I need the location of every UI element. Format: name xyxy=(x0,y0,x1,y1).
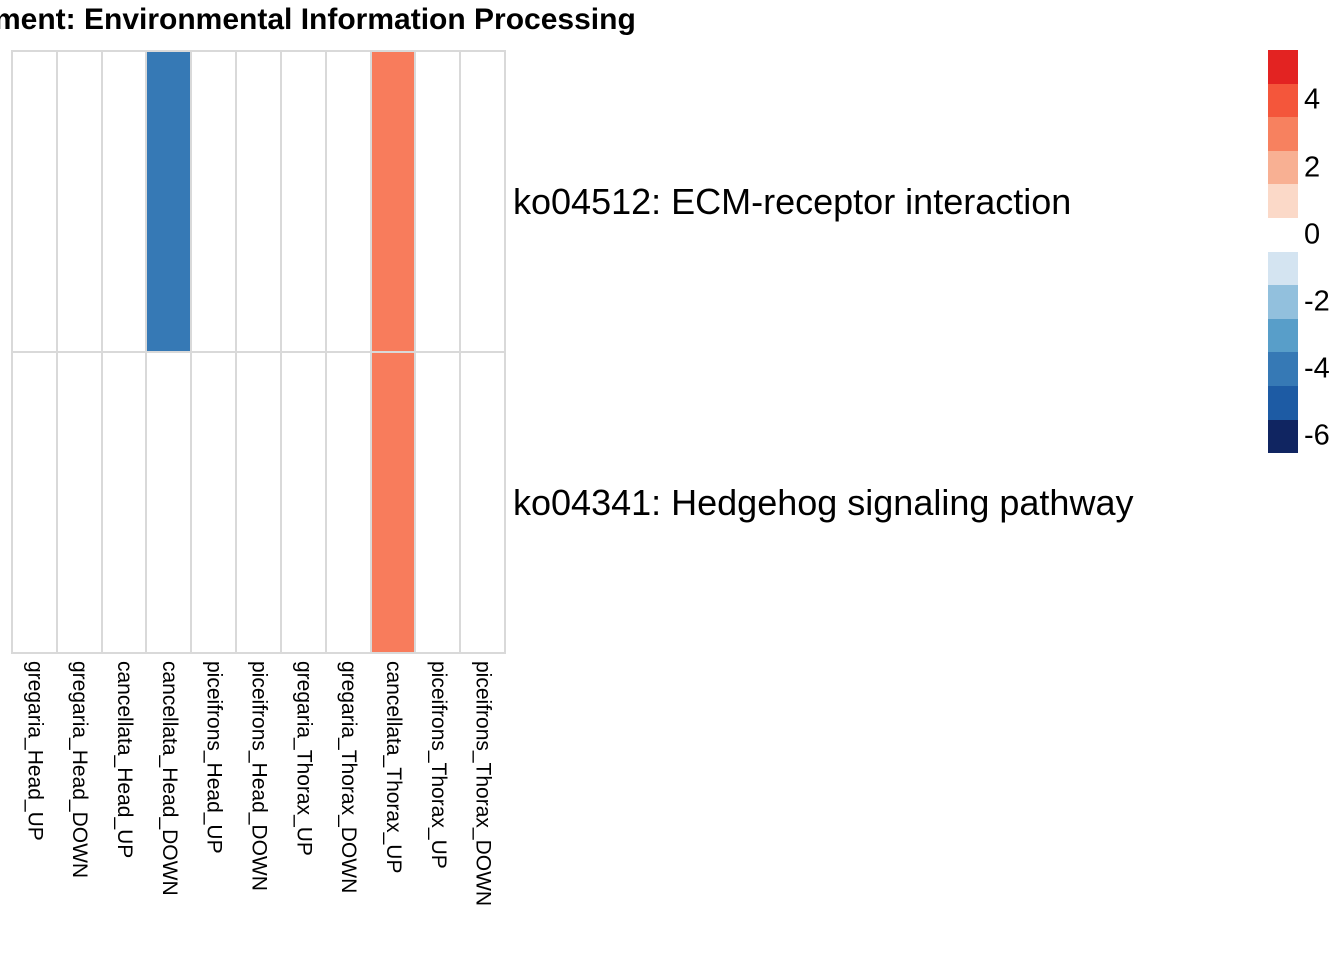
column-label: gregaria_Thorax_DOWN xyxy=(337,661,361,894)
colorbar-block-0 xyxy=(1268,217,1298,252)
column-label: gregaria_Head_DOWN xyxy=(68,661,92,879)
colorbar-block--3 xyxy=(1268,318,1298,353)
colorbar-block--4 xyxy=(1268,352,1298,386)
colorbar-tick-label: -6 xyxy=(1304,419,1330,452)
heatmap-cell-row1-col4 xyxy=(192,353,236,652)
heatmap-cell-row0-col10 xyxy=(461,52,504,351)
heatmap-cell-row1-col10 xyxy=(461,353,504,652)
heatmap-cell-row0-col2 xyxy=(102,52,146,351)
heatmap-cell-row1-col9 xyxy=(416,353,460,652)
colorbar-tick-label: 2 xyxy=(1304,151,1321,184)
column-label: piceifrons_Head_DOWN xyxy=(247,661,271,891)
heatmap-cell-row1-col7 xyxy=(326,353,370,652)
colorbar xyxy=(1268,50,1298,454)
column-label: cancellata_Head_UP xyxy=(113,661,137,859)
colorbar-block-1 xyxy=(1268,184,1298,218)
column-label: piceifrons_Thorax_DOWN xyxy=(471,661,495,907)
colorbar-block-3 xyxy=(1268,117,1298,151)
column-label: piceifrons_Thorax_UP xyxy=(426,661,450,869)
heatmap-cell-row1-col3 xyxy=(147,353,191,652)
colorbar-block-2 xyxy=(1268,150,1298,185)
colorbar-block--1 xyxy=(1268,251,1298,286)
heatmap-cell-row0-col4 xyxy=(192,52,236,351)
heatmap-cell-row0-col1 xyxy=(57,52,101,351)
colorbar-tick-label: -2 xyxy=(1304,285,1330,318)
heatmap-cell-row0-col5 xyxy=(237,52,280,351)
colorbar-tick-label: 0 xyxy=(1304,218,1321,251)
colorbar-block-4 xyxy=(1268,83,1298,118)
heatmap-cell-row1-col8 xyxy=(371,353,415,652)
heatmap-cell-row0-col0 xyxy=(13,52,56,351)
colorbar-block-5 xyxy=(1268,50,1298,84)
column-label: cancellata_Head_DOWN xyxy=(157,661,181,896)
colorbar-tick-label: 4 xyxy=(1304,83,1321,116)
heatmap-cell-row0-col8 xyxy=(371,52,415,351)
heatmap-cell-row0-col3 xyxy=(147,52,191,351)
colorbar-tick-label: -4 xyxy=(1304,352,1330,385)
column-label: piceifrons_Head_UP xyxy=(202,661,226,854)
colorbar-block--5 xyxy=(1268,385,1298,420)
heatmap-cell-row0-col9 xyxy=(416,52,460,351)
heatmap-cell-row1-col1 xyxy=(57,353,101,652)
heatmap-cell-row0-col6 xyxy=(281,52,325,351)
row-label: ko04512: ECM-receptor interaction xyxy=(513,180,1072,222)
column-label: cancellata_Thorax_UP xyxy=(381,661,405,874)
colorbar-block--6 xyxy=(1268,419,1298,454)
heatmap-cell-row0-col7 xyxy=(326,52,370,351)
column-label: gregaria_Head_UP xyxy=(23,661,47,841)
column-label: gregaria_Thorax_UP xyxy=(292,661,316,856)
colorbar-block--2 xyxy=(1268,285,1298,319)
heatmap-cell-row1-col0 xyxy=(13,353,56,652)
heatmap-cell-row1-col5 xyxy=(237,353,280,652)
row-label: ko04341: Hedgehog signaling pathway xyxy=(513,481,1134,523)
heatmap-grid xyxy=(11,50,506,654)
heatmap-cell-row1-col2 xyxy=(102,353,146,652)
heatmap-cell-row1-col6 xyxy=(281,353,325,652)
figure-title: ment: Environmental Information Processi… xyxy=(0,3,636,36)
